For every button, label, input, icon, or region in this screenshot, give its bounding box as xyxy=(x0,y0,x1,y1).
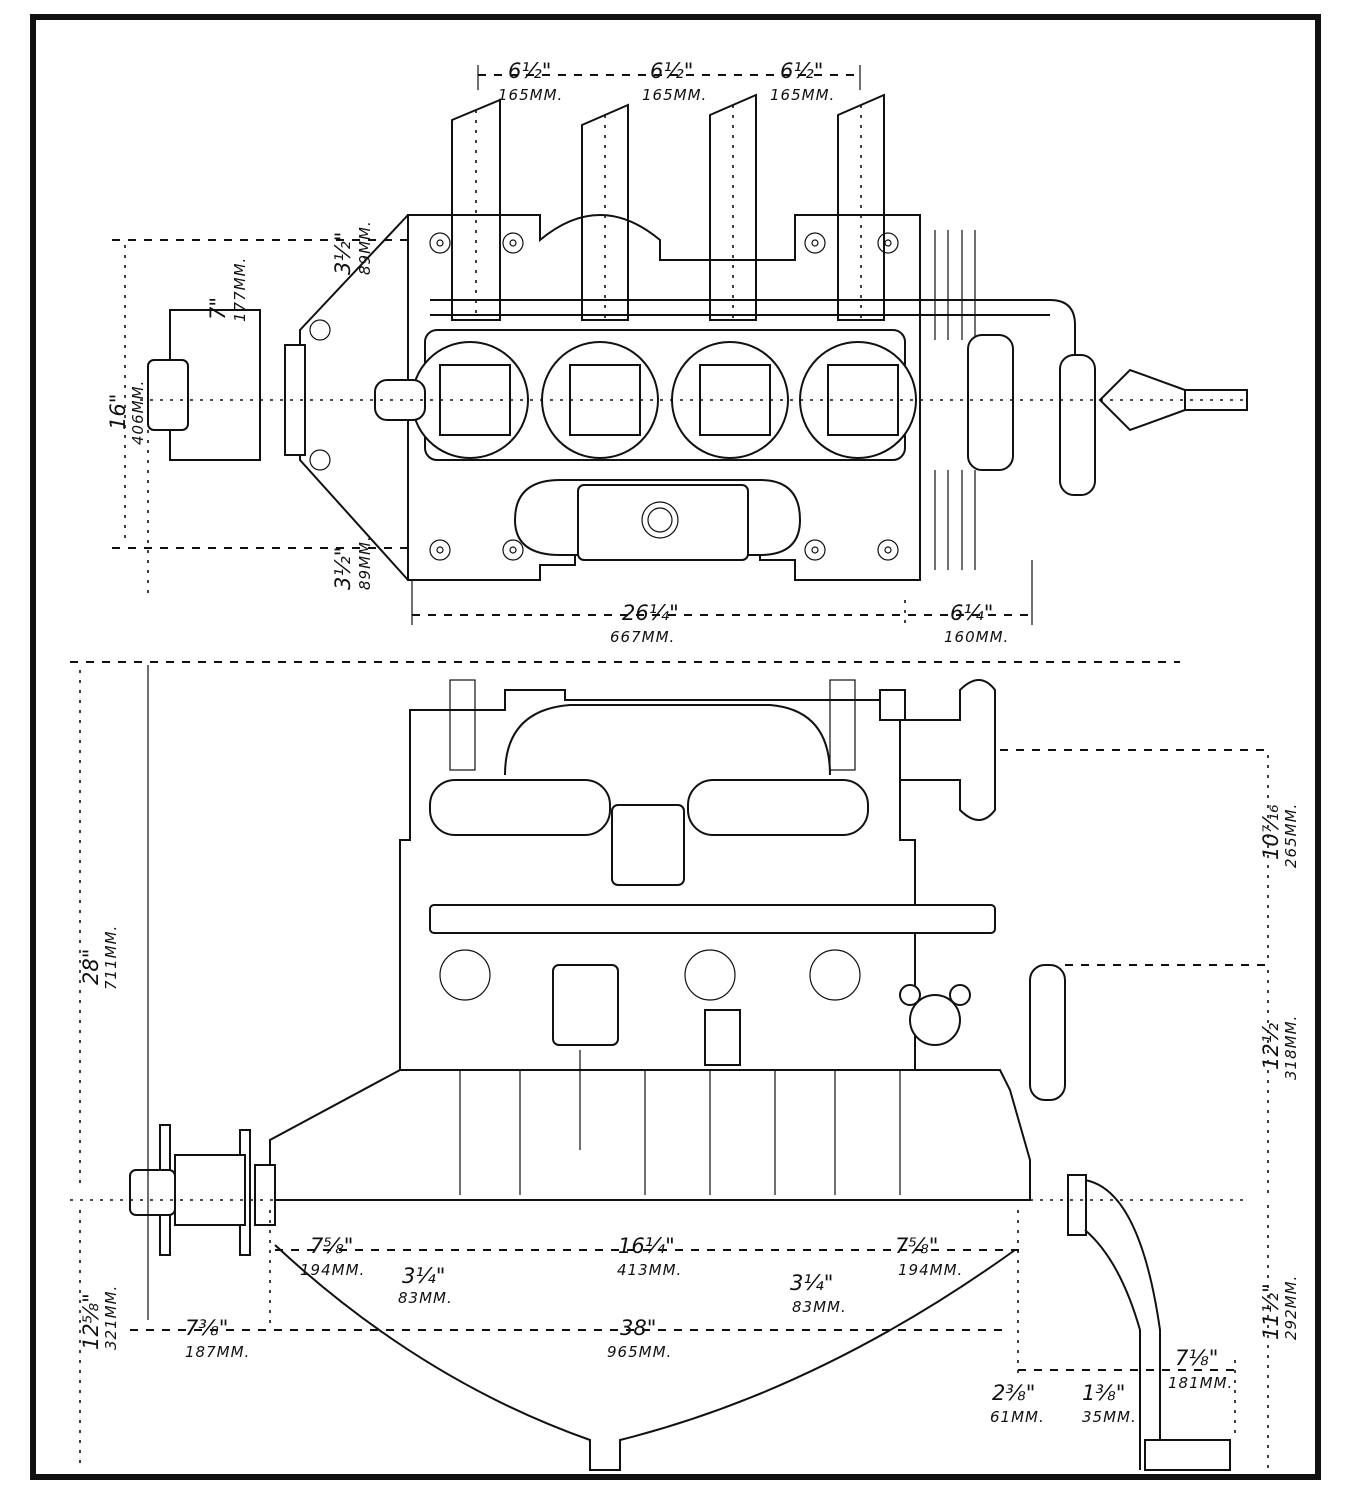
cyl-spacing-1-inch: 6½" xyxy=(508,59,551,83)
bearing-5-mm: 194MM. xyxy=(898,1261,963,1279)
below-shaft-inch: 12⅝" xyxy=(79,1293,103,1350)
upper-right-mm: 265MM. xyxy=(1282,803,1300,868)
flange-offset-inch: 2⅜" xyxy=(992,1381,1035,1405)
upper-offset-mm: 89MM. xyxy=(356,220,374,275)
engine-side xyxy=(129,679,1231,1471)
flange-width-inch: 1⅜" xyxy=(1082,1381,1125,1405)
crank-length-mm: 181MM. xyxy=(1168,1374,1233,1392)
bearing-5-inch: 7⅝" xyxy=(895,1234,938,1258)
flange-offset-mm: 61MM. xyxy=(990,1408,1045,1426)
bearing-1-inch: 7⅝" xyxy=(310,1234,353,1258)
upper-right-inch: 10⁷⁄₁₆ xyxy=(1259,805,1283,860)
height-mm: 711MM. xyxy=(102,925,120,990)
cyl-spacing-1-mm: 165MM. xyxy=(498,86,563,104)
bearing-3-inch: 16¼" xyxy=(618,1234,675,1258)
cyl-spacing-3-inch: 6½" xyxy=(780,59,823,83)
base-length-mm: 667MM. xyxy=(610,628,675,646)
width-inch: 16" xyxy=(106,394,130,430)
lower-offset-inch: 3½" xyxy=(331,547,355,590)
hub-mm: 177MM. xyxy=(231,257,249,322)
bearing-2-mm: 83MM. xyxy=(398,1289,453,1307)
plan-dimension-lines xyxy=(112,65,1033,625)
cyl-spacing-2-inch: 6½" xyxy=(650,59,693,83)
height-inch: 28" xyxy=(79,949,103,985)
flange-width-mm: 35MM. xyxy=(1082,1408,1137,1426)
bearing-4-inch: 3¼" xyxy=(790,1271,833,1295)
lower-right-inch: 11½" xyxy=(1259,1283,1283,1340)
mid-right-inch: 12½ xyxy=(1259,1023,1283,1070)
cyl-spacing-3-mm: 165MM. xyxy=(770,86,835,104)
overall-length-inch: 38" xyxy=(620,1316,656,1340)
rear-length-inch: 6¼" xyxy=(950,601,993,625)
hub-offset-mm: 187MM. xyxy=(185,1343,250,1361)
mid-right-mm: 318MM. xyxy=(1282,1015,1300,1080)
upper-offset-inch: 3½" xyxy=(331,232,355,275)
hub-offset-inch: 7⅜" xyxy=(185,1316,228,1340)
bearing-3-mm: 413MM. xyxy=(617,1261,682,1279)
lower-right-mm: 292MM. xyxy=(1282,1275,1300,1340)
exhaust-pipes xyxy=(451,93,885,321)
lower-offset-mm: 89MM. xyxy=(356,535,374,590)
side-view: 28" 711MM. 10⁷⁄₁₆ 265MM. 12½ 318MM. 11½"… xyxy=(70,661,1300,1475)
bearing-4-mm: 83MM. xyxy=(792,1298,847,1316)
crankcase-plan xyxy=(147,214,1248,581)
bearing-1-mm: 194MM. xyxy=(300,1261,365,1279)
crank-length-inch: 7⅛" xyxy=(1175,1346,1218,1370)
overall-length-mm: 965MM. xyxy=(607,1343,672,1361)
cyl-spacing-2-mm: 165MM. xyxy=(642,86,707,104)
plan-view: 6½" 165MM. 6½" 165MM. 6½" 165MM. 16" 406… xyxy=(106,59,1250,646)
base-length-inch: 26¼" xyxy=(622,601,679,625)
rear-length-mm: 160MM. xyxy=(944,628,1009,646)
drawing-border xyxy=(30,14,1321,1480)
below-shaft-mm: 321MM. xyxy=(102,1285,120,1350)
hub-inch: 7" xyxy=(206,297,230,320)
side-dimension-lines xyxy=(70,661,1270,1475)
width-mm: 406MM. xyxy=(129,380,147,445)
bearing-2-inch: 3¼" xyxy=(402,1264,445,1288)
